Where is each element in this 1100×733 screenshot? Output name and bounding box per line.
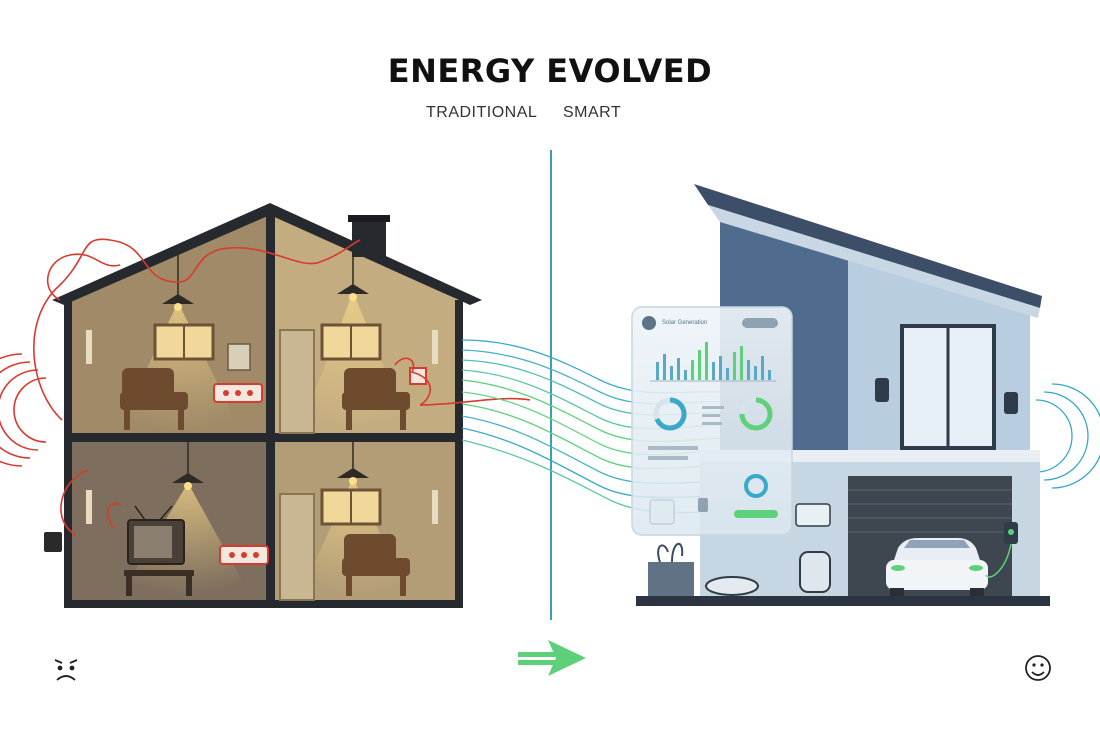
page-title: ENERGY EVOLVED <box>387 52 713 90</box>
generation-bar-chart <box>656 342 771 380</box>
smart-label: SMART <box>563 104 622 121</box>
traditional-house <box>0 203 531 608</box>
happy-face-icon <box>1025 655 1051 681</box>
power-strip-upper <box>213 383 263 403</box>
energy-dashboard-panel <box>631 306 793 536</box>
signal-arcs-right <box>1035 383 1100 489</box>
double-arrow-right-icon <box>518 640 586 676</box>
electric-car <box>886 538 988 596</box>
sad-face-icon <box>54 659 78 681</box>
dashboard-header-text: Solar Generation <box>662 320 708 326</box>
power-strip-lower <box>219 545 269 565</box>
traditional-label: TRADITIONAL <box>426 104 538 121</box>
